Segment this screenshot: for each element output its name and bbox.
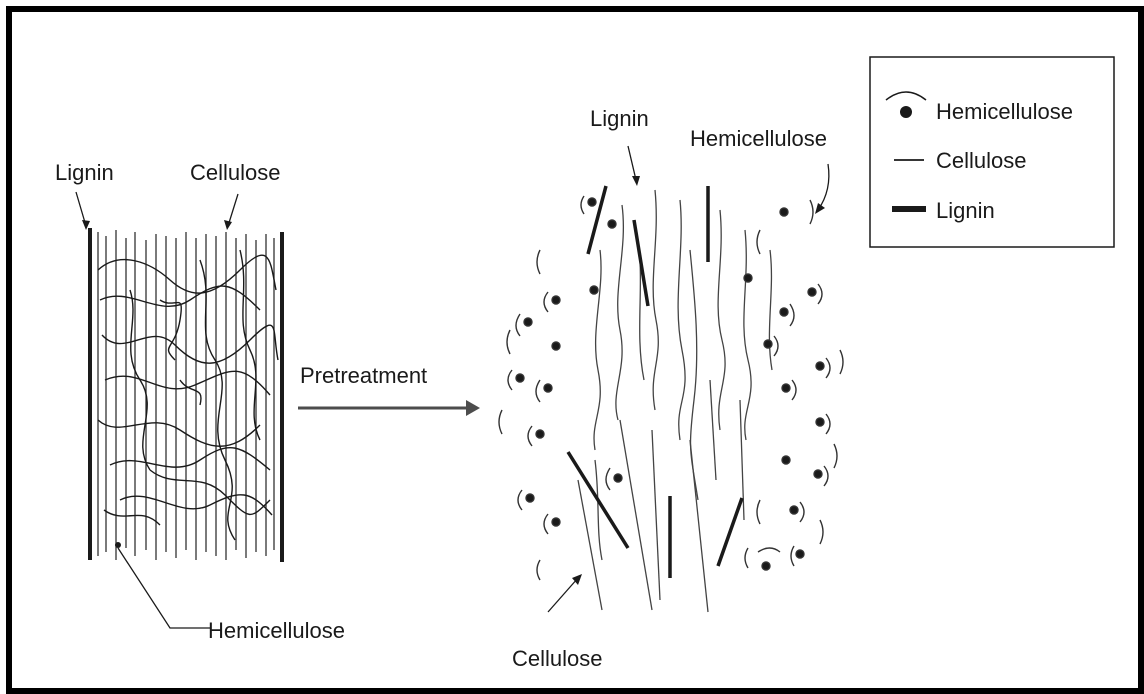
right-hemicellulose-label: Hemicellulose bbox=[690, 126, 827, 151]
hemicellulose-anchor-dot bbox=[115, 542, 121, 548]
hemicellulose-arrowhead-right bbox=[815, 203, 825, 214]
pretreatment-label: Pretreatment bbox=[300, 363, 427, 388]
pretreated-biomass: Lignin Hemicellulose Cellulose bbox=[499, 106, 843, 671]
legend: Hemicellulose Cellulose Lignin bbox=[870, 57, 1114, 247]
legend-lignin-label: Lignin bbox=[936, 198, 995, 223]
loose-cellulose bbox=[578, 190, 772, 612]
lignin-leader-right bbox=[628, 146, 636, 180]
cellulose-arrowhead-left bbox=[224, 220, 232, 230]
left-hemicellulose-label: Hemicellulose bbox=[208, 618, 345, 643]
right-lignin-label: Lignin bbox=[590, 106, 649, 131]
left-lignin-label: Lignin bbox=[55, 160, 114, 185]
left-cellulose-label: Cellulose bbox=[190, 160, 281, 185]
lignin-arrowhead-right bbox=[632, 176, 640, 186]
legend-cellulose-label: Cellulose bbox=[936, 148, 1027, 173]
cellulose-leader-right bbox=[548, 578, 578, 612]
arrowhead bbox=[466, 400, 480, 416]
intact-biomass: Lignin Cellulose Hemicellulose bbox=[55, 160, 345, 643]
cellulose-leader-left bbox=[228, 194, 238, 226]
hemicellulose-tangle bbox=[98, 250, 278, 540]
cellulose-fibres bbox=[98, 230, 274, 560]
pretreatment-arrow: Pretreatment bbox=[298, 363, 480, 416]
legend-hemicellulose-label: Hemicellulose bbox=[936, 99, 1073, 124]
hemicellulose-leader-right bbox=[818, 164, 829, 210]
right-cellulose-label: Cellulose bbox=[512, 646, 603, 671]
